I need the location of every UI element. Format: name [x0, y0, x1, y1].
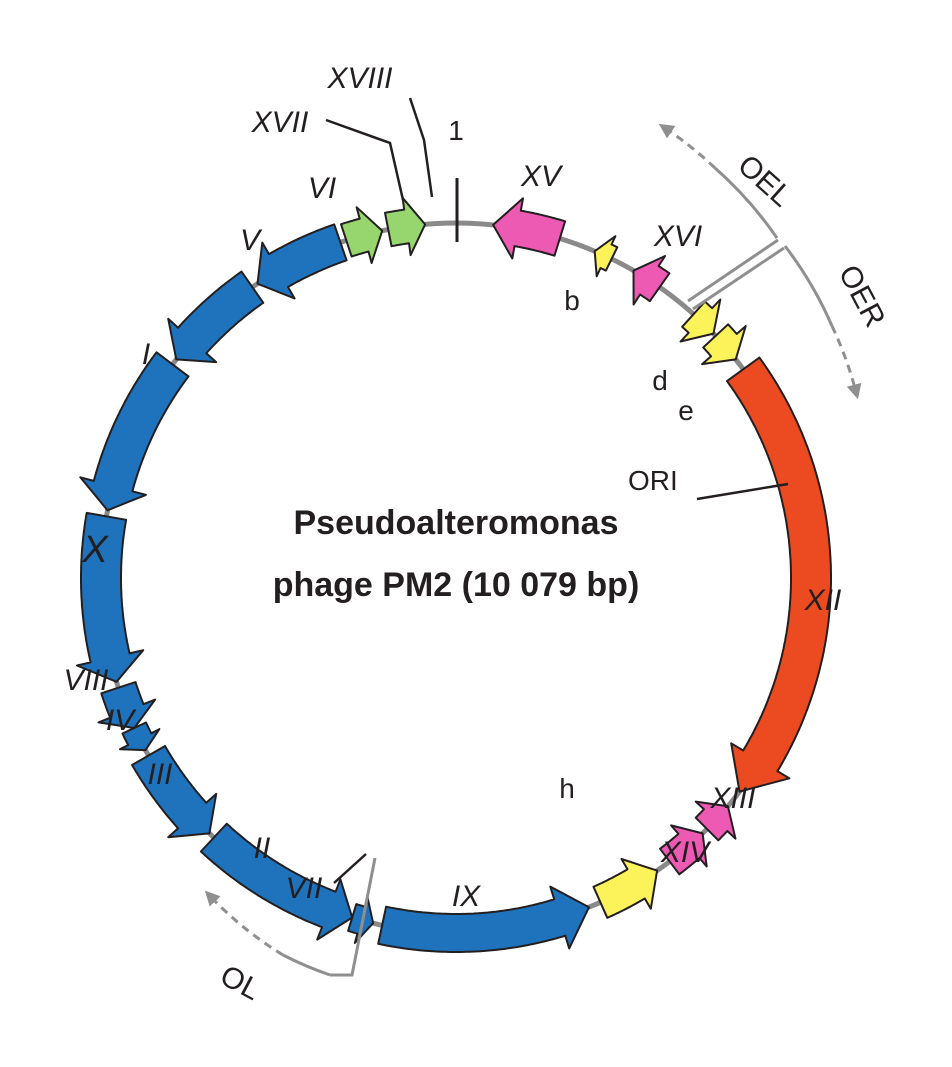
promoter-ol-stem — [330, 857, 377, 977]
promoter-ol-arc — [282, 953, 331, 977]
promoter-oer-arc — [783, 245, 834, 327]
gene-xii-arrow — [726, 356, 832, 793]
gene-e-arrow — [701, 323, 747, 366]
gene-label-iv: IV — [106, 704, 137, 737]
gene-v-arrow — [167, 270, 265, 364]
gene-label-vi: VI — [308, 172, 336, 205]
gene-xiv-arrow — [659, 824, 708, 876]
genome-title-line1: Pseudoalteromonas — [294, 504, 619, 542]
gene-label-v: V — [240, 224, 263, 257]
gene-d-arrow — [679, 298, 722, 343]
promoter-oel-oer — [658, 123, 862, 400]
gene-viii-arrow — [97, 681, 157, 729]
gene-label-xiii: XIII — [709, 782, 755, 815]
gene-label-viii: VIII — [63, 664, 108, 697]
promoter-oel-dashed-arc — [658, 123, 717, 170]
gene-label-iii: III — [147, 758, 172, 791]
promoter-stem-line — [692, 246, 785, 311]
promoter-ol-dashed-arc — [204, 890, 284, 957]
gene-b-arrow — [593, 235, 619, 278]
gene-x-arrow — [76, 511, 145, 683]
promoter-ol-label: OL — [215, 959, 266, 1007]
gene-ix-arrow — [377, 885, 590, 953]
gene-iii-arrow — [131, 745, 218, 839]
gene-xviii-arrow — [384, 196, 427, 257]
gene-label-xv: XV — [520, 160, 564, 193]
gene-label-ix: IX — [452, 880, 481, 913]
gene-xvi-arrow — [632, 255, 671, 306]
gene-label-e: e — [678, 395, 694, 426]
promoter-oel-arc — [714, 166, 779, 239]
gene-label-ii: II — [254, 832, 271, 865]
vii-leader-line — [333, 853, 367, 884]
promoter-oel-label: OEL — [731, 149, 798, 214]
gene-vi-arrow — [256, 223, 348, 300]
promoter-oer-label: OER — [832, 260, 892, 333]
ori-label: ORI — [628, 465, 678, 496]
gene-label-x: X — [81, 529, 109, 571]
gene-ii-arrow — [199, 822, 354, 941]
promoter-oer-dashed-arc — [830, 325, 862, 400]
gene-label-xviii: XVIII — [326, 62, 392, 95]
genes-layer — [76, 196, 832, 953]
gene-label-d: d — [652, 365, 668, 396]
gene-label-vii: VII — [286, 872, 323, 905]
gene-label-h: h — [559, 773, 575, 804]
genome-title-line2: phage PM2 (10 079 bp) — [273, 566, 640, 604]
promoter-stem-line — [687, 238, 779, 303]
gene-label-xii: XII — [804, 584, 842, 617]
gene-label-xvii: XVII — [251, 106, 309, 139]
promoter-ol — [204, 857, 377, 977]
gene-xv-arrow — [492, 197, 567, 260]
gene-i-arrow — [79, 351, 190, 512]
gene-xvii-arrow — [340, 206, 384, 264]
gene-label-xiv: XIV — [660, 836, 712, 869]
gene-label-i: I — [142, 338, 150, 371]
gene-label-xvi: XVI — [653, 220, 702, 253]
origin-position-label: 1 — [448, 115, 464, 146]
xvii-leader-line — [325, 118, 405, 201]
gene-xiii-arrow — [694, 800, 737, 842]
ori-leader-line — [696, 482, 789, 501]
gene-h-arrow — [592, 858, 659, 919]
xviii-leader-line — [408, 97, 434, 198]
gene-label-b: b — [564, 285, 580, 316]
